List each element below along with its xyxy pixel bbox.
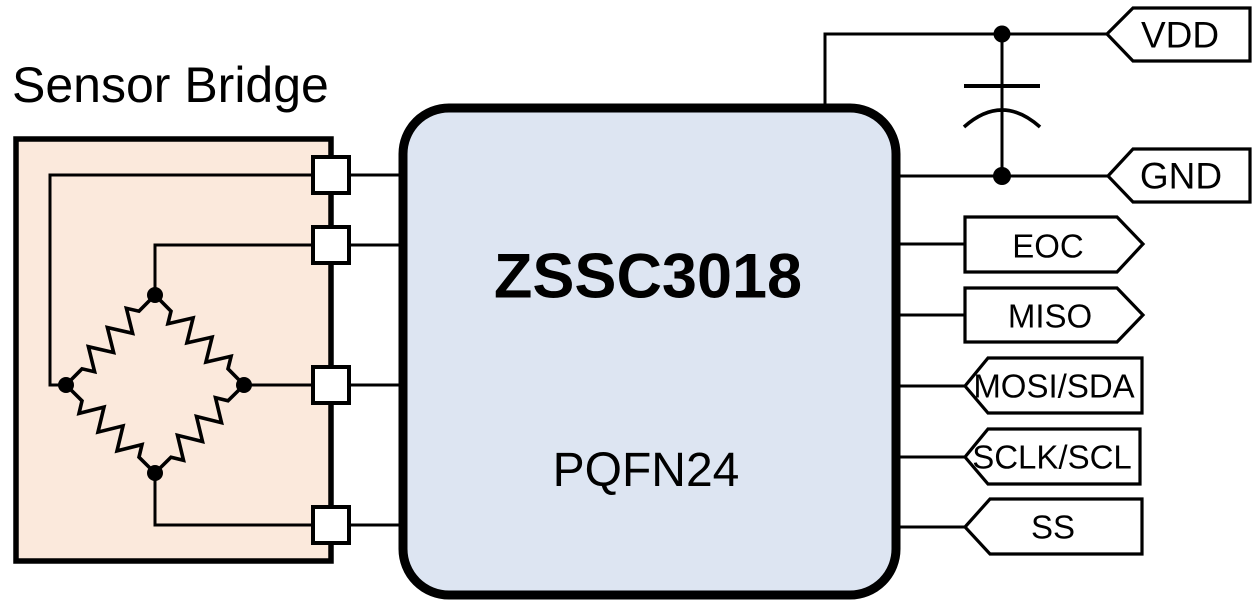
- pin-tag-gnd: [1105, 147, 1252, 204]
- capacitor-curved-plate: [962, 108, 1042, 129]
- sensor-bridge-block: [13, 136, 334, 564]
- pin-label-sclk-scl: SCLK/SCL: [972, 438, 1132, 476]
- chip-package-label: PQFN24: [552, 444, 740, 497]
- pin-label-eoc: EOC: [1012, 227, 1084, 265]
- bridge-resistor-top-left: [64, 293, 157, 387]
- pin-tag-eoc: [963, 215, 1146, 274]
- vdd-junction-dot: [993, 25, 1011, 43]
- pin-label-ss: SS: [1030, 508, 1076, 546]
- pin-label-miso: MISO: [1007, 297, 1093, 335]
- bridge-resistor-bottom-right: [153, 383, 246, 475]
- bridge-resistor-bottom-left: [64, 383, 157, 475]
- sensor-pad-4: [311, 505, 351, 545]
- pin-tag-miso: [963, 286, 1146, 344]
- sensor-to-chip-wires: [349, 173, 406, 527]
- chip-body: [398, 103, 901, 600]
- signal-wires: [892, 242, 965, 529]
- bridge-resistor-top-right: [153, 293, 246, 387]
- chip-part-number-label: ZSSC3018: [493, 241, 803, 312]
- bridge-node-dot-top: [147, 287, 163, 303]
- pin-tag-ss: [962, 497, 1144, 556]
- bridge-wire-bottom: [153, 473, 313, 527]
- pin-tag-sclk-scl: [962, 427, 1142, 486]
- wheatstone-bridge: [58, 287, 252, 481]
- vdd-wire: [823, 32, 1107, 110]
- pin-label-gnd: GND: [1139, 155, 1223, 197]
- bridge-node-dot-bottom: [147, 465, 163, 481]
- gnd-junction-dot: [993, 167, 1011, 185]
- bridge-wire-top: [153, 243, 313, 295]
- bridge-node-dot-right: [236, 377, 252, 393]
- sensor-pad-1: [311, 155, 351, 195]
- pin-tag-vdd: [1104, 6, 1252, 63]
- bridge-node-dot-left: [58, 377, 74, 393]
- sensor-pad-2: [311, 225, 351, 265]
- pin-tag-mosi-sda: [962, 356, 1144, 415]
- bypass-capacitor: [962, 34, 1042, 176]
- pin-label-vdd: VDD: [1140, 14, 1220, 56]
- sensor-pad-3: [311, 365, 351, 405]
- pin-tags: [962, 6, 1252, 556]
- sensor-pads: [311, 155, 351, 545]
- pin-label-mosi-sda: MOSI/SDA: [973, 367, 1135, 405]
- sensor-bridge-label: Sensor Bridge: [12, 57, 329, 113]
- sensor-bridge-box: [13, 136, 334, 564]
- power-net: [823, 25, 1108, 185]
